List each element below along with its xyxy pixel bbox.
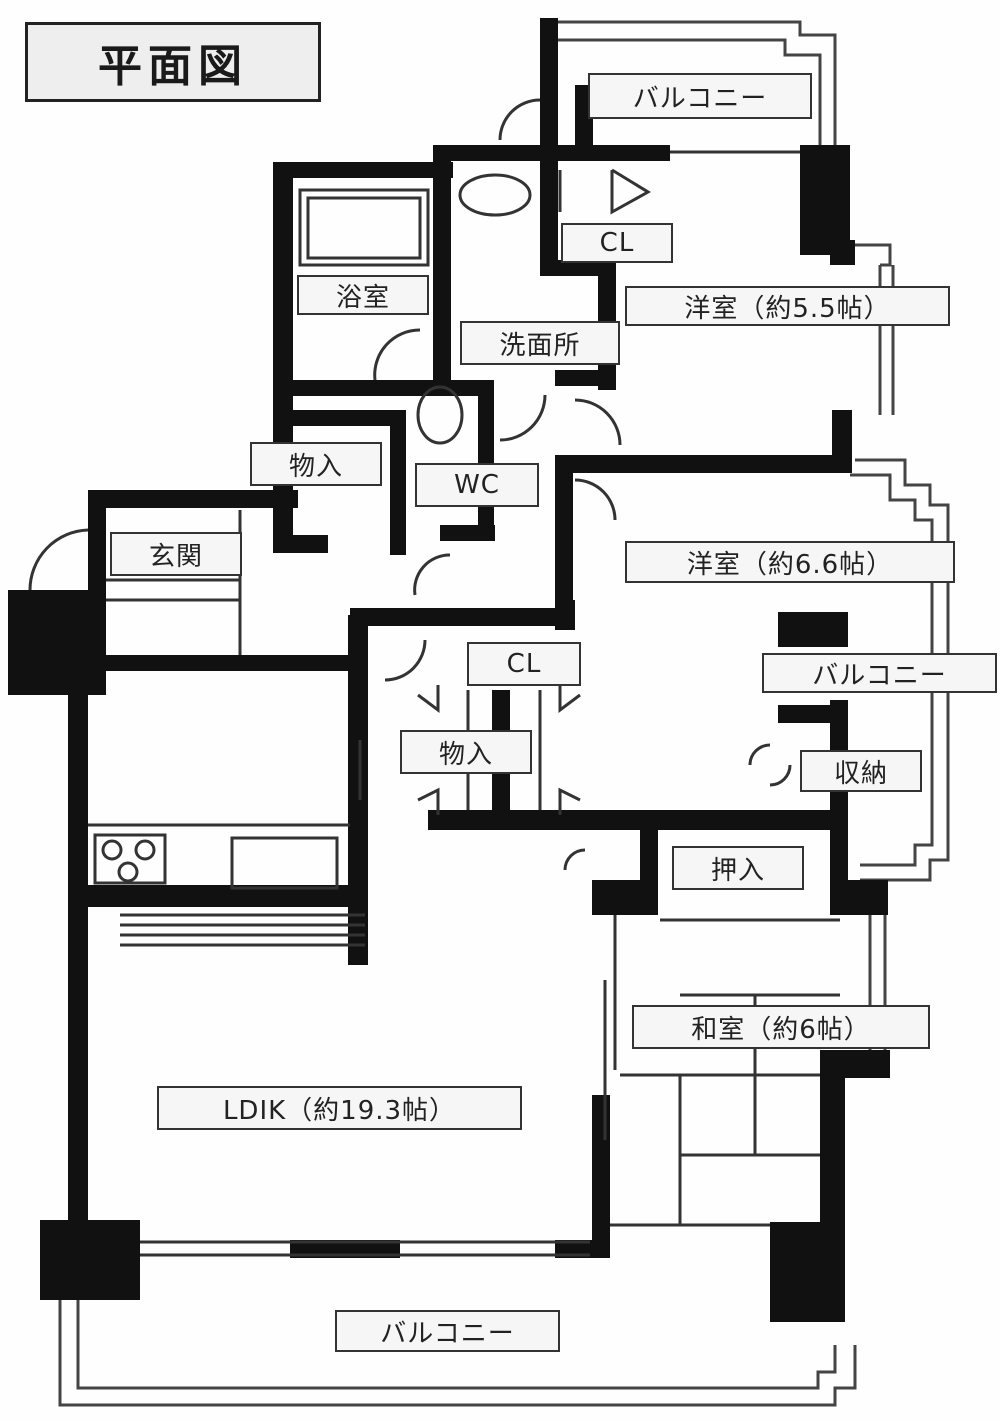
storage-1-label: 物入 — [250, 442, 382, 486]
closet-middle-label: CL — [467, 642, 581, 686]
balcony-bottom-label: バルコニー — [335, 1310, 560, 1352]
wc-label: WC — [415, 463, 539, 507]
washroom-label: 洗面所 — [460, 321, 620, 365]
walls — [8, 18, 890, 1322]
entrance-label: 玄関 — [110, 532, 242, 576]
western-room-2-label: 洋室（約6.6帖） — [625, 541, 955, 583]
japanese-room-label: 和室（約6帖） — [632, 1005, 930, 1049]
page-title: 平面図 — [25, 22, 321, 102]
closet-top-label: CL — [561, 223, 673, 263]
oshiire-label: 押入 — [672, 846, 804, 890]
western-room-1-label: 洋室（約5.5帖） — [625, 286, 950, 326]
ldk-label: LDIK（約19.3帖） — [157, 1086, 522, 1130]
balcony-right-label: バルコニー — [762, 653, 997, 693]
balcony-outlines — [58, 20, 950, 1407]
storage-2-label: 物入 — [400, 730, 532, 774]
storage-closet-label: 収納 — [800, 750, 922, 792]
balcony-top-label: バルコニー — [588, 73, 812, 119]
bath-label: 浴室 — [297, 275, 429, 315]
